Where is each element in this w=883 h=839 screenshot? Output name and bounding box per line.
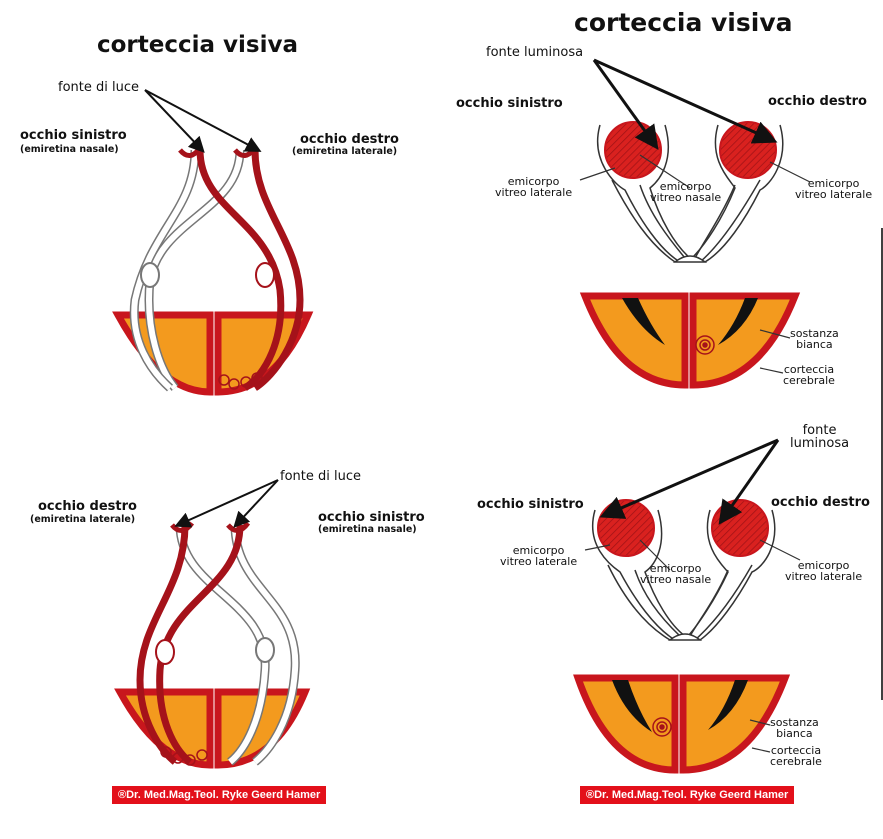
left-bottom-light-arrows <box>174 479 279 528</box>
right-bottom-right-eye-label: occhio destro <box>771 495 870 510</box>
left-bottom-light-label: fonte di luce <box>280 469 361 484</box>
left-bottom-optic-paths <box>136 521 300 766</box>
right-top-leader-lines <box>579 154 811 374</box>
right-top-brain <box>579 292 801 389</box>
right-top-light-arrows <box>592 58 778 150</box>
left-top-left-eye-sub: (emiretina nasale) <box>20 144 119 155</box>
left-top-light-label: fonte di luce <box>58 80 139 95</box>
right-top-optic-tracts <box>597 124 784 263</box>
left-top-targets <box>218 372 263 390</box>
left-top-light-arrows <box>144 89 262 153</box>
left-top-left-eye-label: occhio sinistro <box>20 128 127 143</box>
left-top-optic-paths <box>129 146 304 392</box>
left-bottom-right-eye-sub: (emiretina nasale) <box>318 524 417 535</box>
right-top-title: corteccia visiva <box>574 8 793 37</box>
left-bottom-targets <box>160 746 208 766</box>
right-bottom-optic-tracts <box>592 509 776 641</box>
left-top-right-eye-sub: (emiretina laterale) <box>292 146 398 157</box>
left-bottom-left-eye-sub: (emiretina laterale) <box>30 514 136 525</box>
right-top-light-label: fonte luminosa <box>486 45 584 60</box>
right-bottom-brain <box>573 674 791 774</box>
left-bottom-right-eye-label: occhio sinistro <box>318 510 425 525</box>
right-bottom-left-eye-label: occhio sinistro <box>477 497 584 512</box>
right-top-left-eye-label: occhio sinistro <box>456 96 563 111</box>
right-copyright-banner: ®Dr. Med.Mag.Teol. Ryke Geerd Hamer <box>580 786 795 804</box>
left-copyright-banner: ®Dr. Med.Mag.Teol. Ryke Geerd Hamer <box>112 786 327 804</box>
left-bottom-left-eye-label: occhio destro <box>38 499 137 514</box>
right-bottom-light-arrows <box>599 438 780 525</box>
right-bottom-leader-lines <box>584 539 801 753</box>
right-top-right-eye-label: occhio destro <box>768 94 867 109</box>
left-top-title: corteccia visiva <box>97 32 299 58</box>
left-top-right-eye-label: occhio destro <box>300 132 399 147</box>
